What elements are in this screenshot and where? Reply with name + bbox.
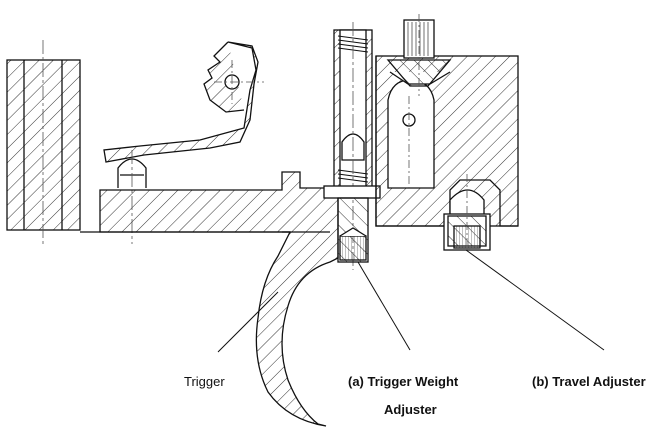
travel-adjuster-leader-line [465,249,605,351]
leader-lines [217,249,605,353]
label-travel-adjuster: (b) Travel Adjuster [532,374,646,389]
travel-adjuster-screw [443,174,491,254]
top-screw [386,14,452,96]
spring-housing [333,22,373,270]
left-block [6,40,81,246]
trigger-leader-line [217,291,279,353]
label-trigger-weight-line1: (a) Trigger Weight [348,374,459,389]
label-trigger: Trigger [184,374,225,389]
right-housing [375,55,519,227]
trigger-weight-leader-line [357,261,411,351]
label-trigger-weight-line2: Adjuster [384,402,437,417]
trigger-weight-adjuster-screw [323,185,381,263]
sear-lever [103,41,264,163]
